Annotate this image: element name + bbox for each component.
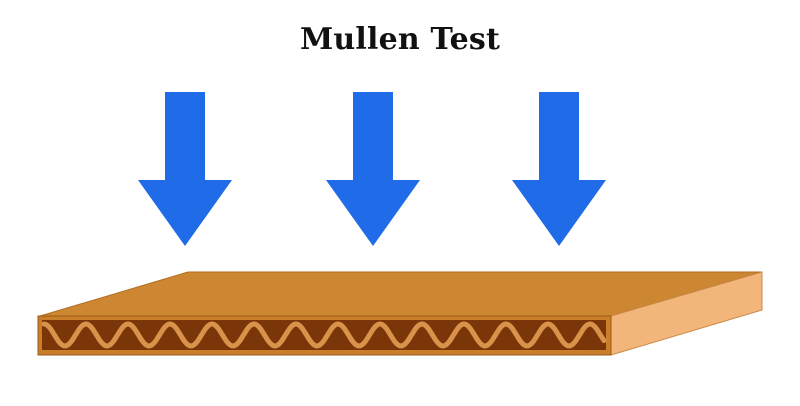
- board-flute: [41, 321, 607, 349]
- arrow-down-icon: [138, 92, 232, 246]
- page-title: Mullen Test: [299, 22, 501, 57]
- corrugated-board: [37, 271, 763, 356]
- arrows: [138, 92, 606, 246]
- arrow-down-icon: [512, 92, 606, 246]
- arrow-down-icon: [326, 92, 420, 246]
